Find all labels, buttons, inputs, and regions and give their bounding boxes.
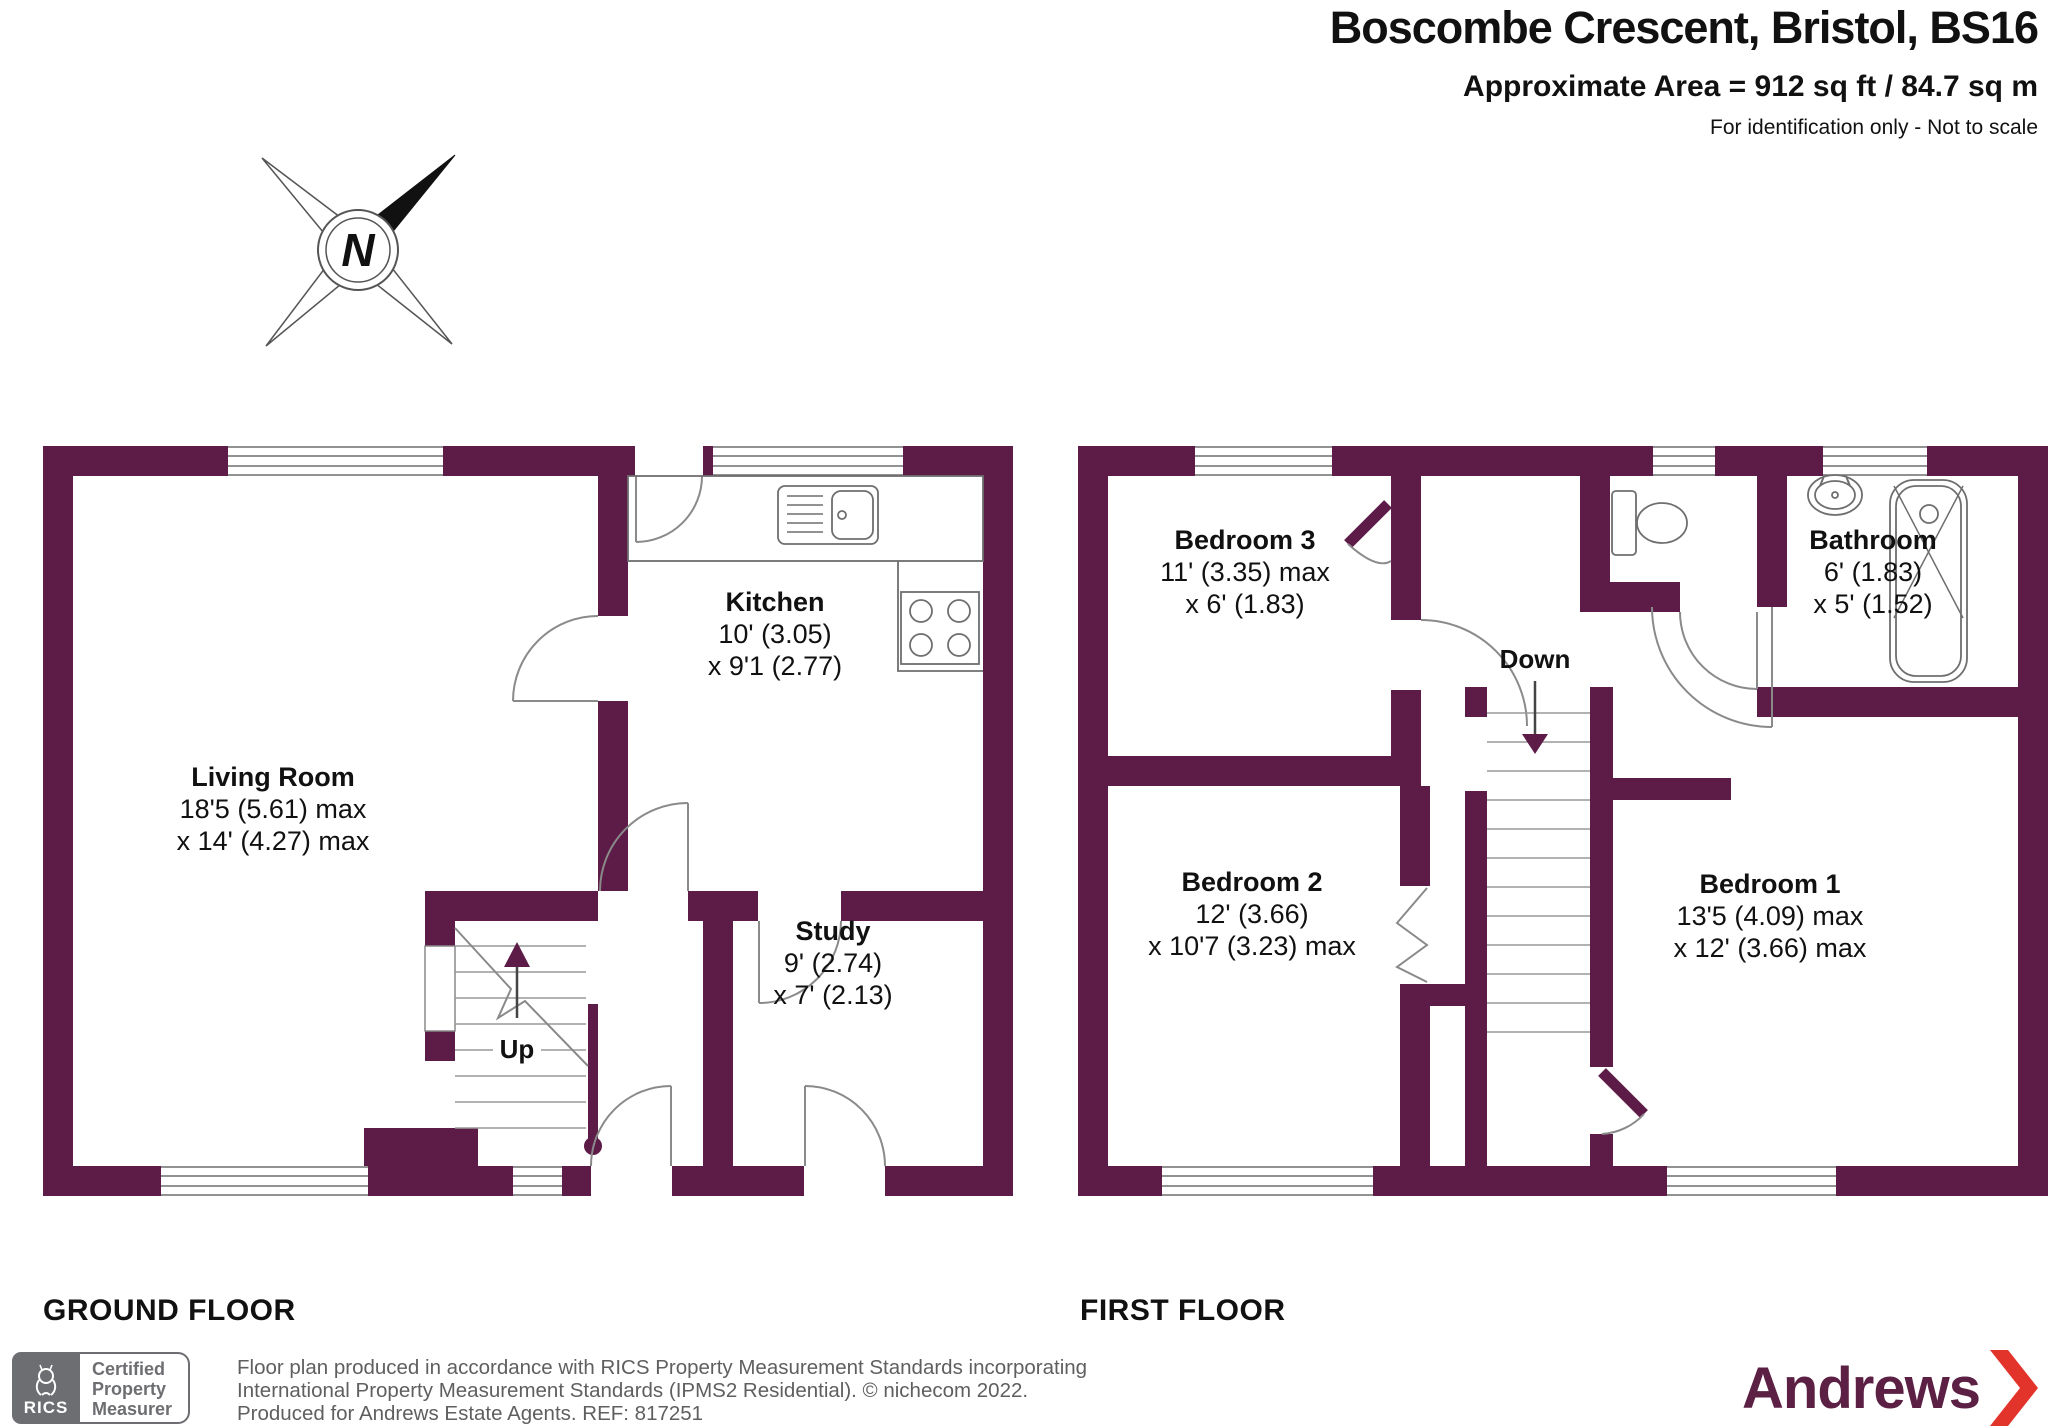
disclaimer-line: International Property Measurement Stand… [237,1379,1029,1402]
bathtub-icon [1889,479,1968,683]
back-door [635,475,703,543]
footer-disclaimer: Floor plan produced in accordance with R… [237,1356,1087,1425]
window [228,446,443,476]
stairs-down: Down [1487,644,1590,1033]
window [513,1166,562,1196]
rics-brand: RICS [23,1398,69,1417]
room-kitchen: Kitchen 10' (3.05) x 9'1 (2.77) [708,587,842,681]
room-living-room: Living Room 18'5 (5.61) max x 14' (4.27)… [177,762,370,856]
room-dim: x 14' (4.27) max [177,826,370,856]
room-dim: 12' (3.66) [1195,899,1308,929]
rics-line: Measurer [92,1399,173,1419]
stairs-up: Up [454,927,589,1129]
andrews-chevron-icon [1990,1350,2038,1426]
bedroom1-door [1598,1068,1648,1135]
window [1162,1166,1373,1196]
room-name: Bedroom 3 [1174,525,1315,555]
window [1653,446,1715,476]
window [1823,446,1927,476]
disclaimer-line: Produced for Andrews Estate Agents. REF:… [237,1402,704,1425]
ground-floor-plan: Up Living Room 18'5 (5.61) max x 14' (4.… [43,446,1013,1196]
rics-certified-text: Certified Property Measurer [80,1352,191,1424]
room-dim: 13'5 (4.09) max [1677,901,1864,931]
first-windows [1162,446,1927,1196]
room-dim: x 5' (1.52) [1813,589,1932,619]
room-name: Bedroom 1 [1699,869,1840,899]
kitchen-sink-icon [777,485,879,545]
rics-logo: RICS Certified Property Measurer [12,1352,191,1424]
ground-doors [512,446,886,1196]
landing-arc [1420,619,1528,727]
window [161,1166,368,1196]
stair-balustrade-opening [424,945,456,1032]
room-dim: x 12' (3.66) max [1674,933,1867,963]
header: Boscombe Crescent, Bristol, BS16 Approxi… [1329,2,2039,140]
room-name: Bathroom [1809,525,1937,555]
window [1195,446,1332,476]
compass-icon: N [261,154,456,347]
room-name: Study [795,916,870,946]
identification-note: For identification only - Not to scale [1710,116,2038,139]
room-bedroom-3: Bedroom 3 11' (3.35) max x 6' (1.83) [1160,525,1330,619]
bedroom2-bifold-door [1395,887,1429,983]
room-dim: 10' (3.05) [718,619,831,649]
compass-north-letter: N [341,224,375,276]
room-name: Bedroom 2 [1181,867,1322,897]
room-dim: 9' (2.74) [784,948,882,978]
andrews-logo: Andrews [1742,1350,2038,1426]
room-dim: x 10'7 (3.23) max [1148,931,1356,961]
andrews-wordmark: Andrews [1742,1355,1981,1421]
up-arrow-icon [504,942,530,1018]
room-name: Kitchen [725,587,824,617]
room-dim: 11' (3.35) max [1160,557,1330,587]
kitchen-counter [627,475,984,672]
ground-interior-walls [364,476,983,1166]
stairs-down-label: Down [1500,644,1571,674]
basin-icon [1807,474,1863,516]
rics-crest-icon: RICS [12,1352,80,1424]
first-interior-walls [1078,476,2018,1166]
rics-line: Property [92,1379,167,1399]
kitchen-door [599,802,689,892]
rics-line: Certified [92,1359,166,1379]
ground-windows [161,446,903,1196]
room-name: Living Room [191,762,355,792]
down-arrow-icon [1522,681,1548,754]
wc-door [1679,611,1758,690]
toilet-icon [1611,490,1688,556]
bedroom3-door [1344,500,1392,565]
room-dim: 18'5 (5.61) max [180,794,367,824]
room-bedroom-2: Bedroom 2 12' (3.66) x 10'7 (3.23) max [1148,867,1356,961]
living-room-door [512,615,599,702]
study-external-door [804,1085,886,1167]
room-bedroom-1: Bedroom 1 13'5 (4.09) max x 12' (3.66) m… [1674,869,1867,963]
room-dim: x 9'1 (2.77) [708,651,842,681]
bathroom-door [1651,606,1773,728]
study-door [758,920,842,1004]
room-dim: x 6' (1.83) [1185,589,1304,619]
room-bathroom: Bathroom 6' (1.83) x 5' (1.52) [1809,525,1937,619]
front-door [590,1085,672,1167]
window [1667,1166,1836,1196]
first-doors [1344,500,1773,1135]
first-floor-plan: Down Bedroom 3 11' (3.35) max [1078,446,2048,1196]
disclaimer-line: Floor plan produced in accordance with R… [237,1356,1088,1379]
room-dim: x 7' (2.13) [773,980,892,1010]
window [713,446,903,476]
stairs-up-label: Up [500,1034,535,1064]
hob-icon [900,591,980,665]
page-title: Boscombe Crescent, Bristol, BS16 [1329,2,2039,53]
first-floor-caption: FIRST FLOOR [1080,1294,1286,1327]
ground-floor-caption: GROUND FLOOR [43,1294,296,1327]
room-study: Study 9' (2.74) x 7' (2.13) [773,916,892,1010]
approximate-area: Approximate Area = 912 sq ft / 84.7 sq m [1463,70,2038,103]
room-dim: 6' (1.83) [1824,557,1922,587]
